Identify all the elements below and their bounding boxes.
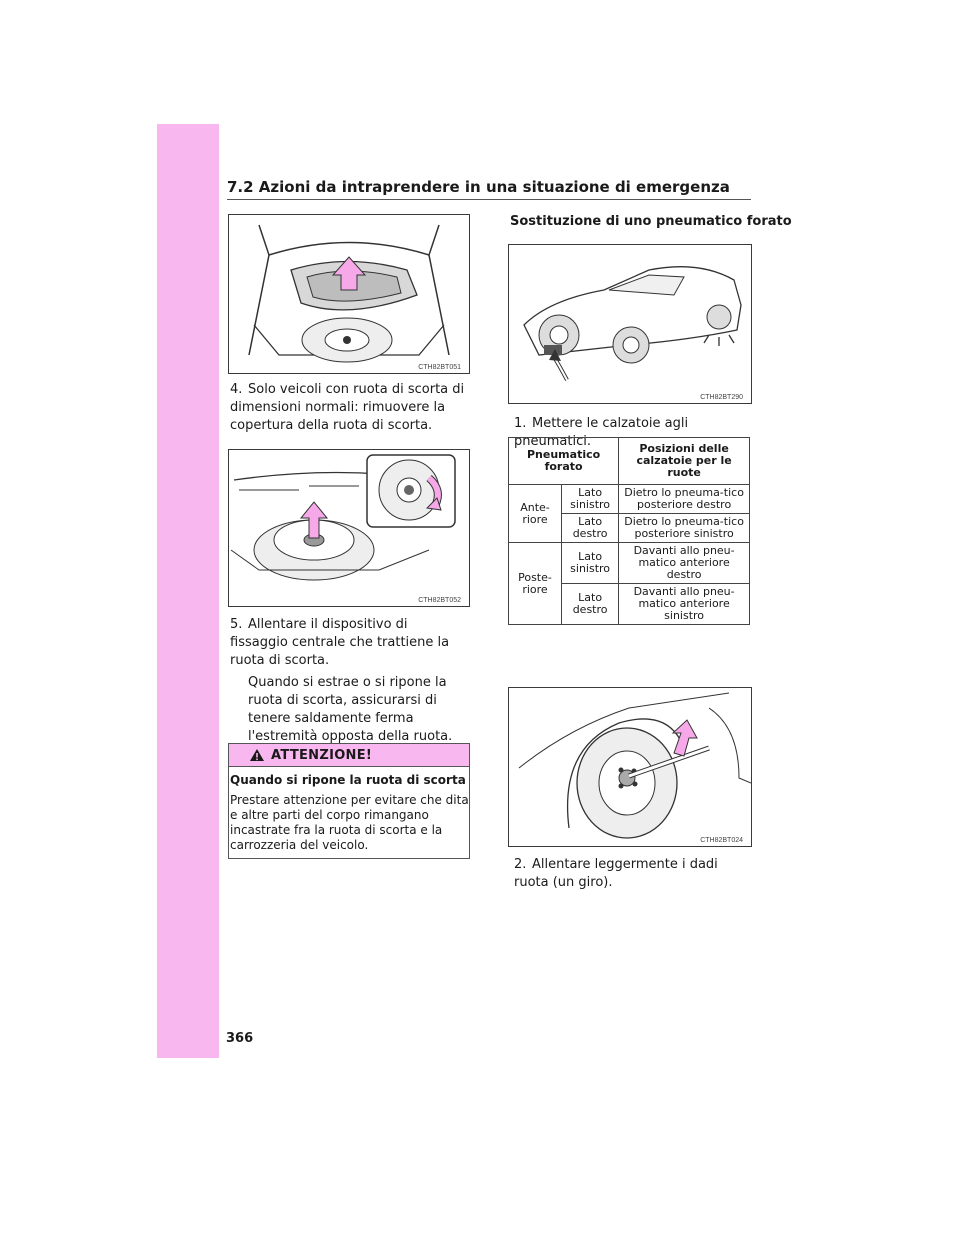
table-header-cell: Posizioni delle calzatoie per le ruote bbox=[618, 437, 750, 485]
warning-text: Prestare attenzione per evitare che dita… bbox=[230, 793, 469, 852]
group-label: Ante-riore bbox=[508, 484, 562, 543]
figure-spare-clamp: CTH82BT052 bbox=[228, 449, 470, 607]
wheel-nuts-illustration bbox=[518, 692, 751, 839]
chock-positions-table: Pneumatico forato Posizioni delle calzat… bbox=[507, 437, 750, 625]
warning-triangle-icon bbox=[250, 749, 264, 761]
figure-code: CTH82BT051 bbox=[418, 364, 461, 371]
step-text: Solo veicoli con ruota di scorta di dime… bbox=[230, 382, 465, 433]
step-number: 2. bbox=[514, 857, 527, 872]
table-header-cell: Pneumatico forato bbox=[507, 437, 620, 485]
header-divider bbox=[227, 199, 751, 200]
trunk-cover-illustration bbox=[248, 224, 450, 363]
figure-code: CTH82BT290 bbox=[700, 394, 743, 401]
position-cell: Davanti allo pneu-matico anteriore sinis… bbox=[618, 583, 750, 625]
table-row: Poste-riore Lato sinistro Davanti allo p… bbox=[508, 542, 750, 625]
group-label: Poste-riore bbox=[508, 542, 562, 625]
side-cell: Lato destro bbox=[560, 513, 620, 543]
step-text: Allentare il dispositivo di fissaggio ce… bbox=[230, 617, 450, 668]
step-2: 2.Allentare leggermente i dadi ruota (un… bbox=[514, 856, 750, 892]
warning-title: ATTENZIONE! bbox=[271, 747, 373, 763]
position-cell: Dietro lo pneuma-tico posteriore destro bbox=[618, 484, 750, 514]
car-chocks-illustration bbox=[523, 266, 742, 381]
side-cell: Lato sinistro bbox=[560, 484, 620, 514]
figure-code: CTH82BT052 bbox=[418, 597, 461, 604]
side-cell: Lato sinistro bbox=[560, 542, 620, 584]
position-cell: Davanti allo pneu-matico anteriore destr… bbox=[618, 542, 750, 584]
table-row: Lato destro Davanti allo pneu-matico ant… bbox=[509, 583, 750, 625]
table-row: Ante-riore Lato sinistro Dietro lo pneum… bbox=[508, 484, 750, 543]
step-number: 4. bbox=[230, 382, 243, 397]
side-cell: Lato destro bbox=[560, 583, 620, 625]
table-header-row: Pneumatico forato Posizioni delle calzat… bbox=[507, 437, 750, 485]
warning-box: ATTENZIONE! Quando si ripone la ruota di… bbox=[228, 743, 470, 859]
warning-subtitle: Quando si ripone la ruota di scorta bbox=[230, 773, 466, 787]
step-number: 5. bbox=[230, 617, 243, 632]
figure-car-chocks: CTH82BT290 bbox=[508, 244, 752, 404]
warning-header: ATTENZIONE! bbox=[229, 744, 469, 767]
step-note: Quando si estrae o si ripone la ruota di… bbox=[248, 675, 453, 744]
section-title: Sostituzione di uno pneumatico forato bbox=[510, 214, 792, 229]
step-number: 1. bbox=[514, 416, 527, 431]
page-number: 366 bbox=[226, 1031, 254, 1046]
spare-clamp-illustration bbox=[230, 454, 456, 581]
position-cell: Dietro lo pneuma-tico posteriore sinistr… bbox=[618, 513, 750, 543]
figure-code: CTH82BT024 bbox=[700, 837, 743, 844]
step-4: 4.Solo veicoli con ruota di scorta di di… bbox=[230, 381, 468, 435]
step-5: 5.Allentare il dispositivo di fissaggio … bbox=[230, 616, 468, 746]
figure-trunk-cover: CTH82BT051 bbox=[228, 214, 470, 374]
side-tab bbox=[157, 124, 219, 1058]
figure-wheel-nuts: CTH82BT024 bbox=[508, 687, 752, 847]
step-text: Allentare leggermente i dadi ruota (un g… bbox=[514, 857, 718, 890]
section-header: 7.2 Azioni da intraprendere in una situa… bbox=[227, 178, 730, 196]
